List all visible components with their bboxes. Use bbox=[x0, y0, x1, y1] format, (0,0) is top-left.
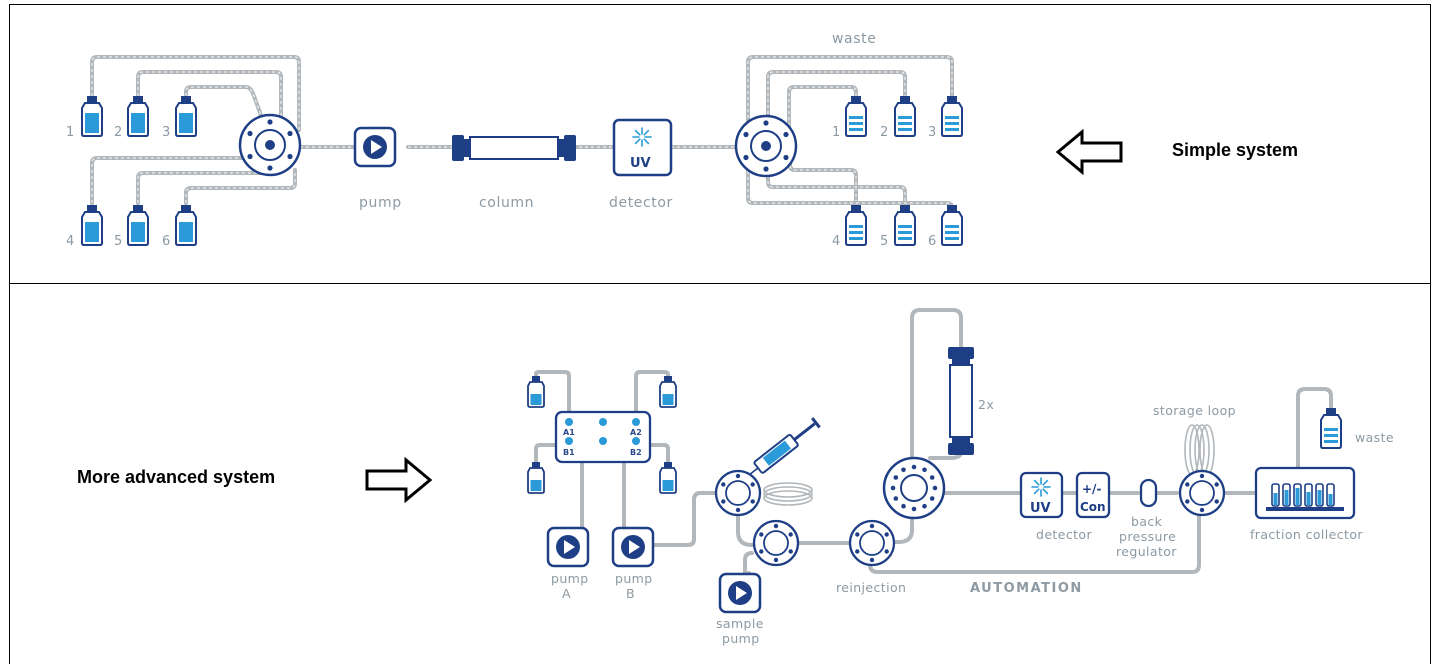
storage-loop-label: storage loop bbox=[1153, 403, 1236, 418]
bottle-icon bbox=[127, 204, 149, 246]
outlet-valve-icon bbox=[734, 114, 798, 178]
bottle-icon bbox=[845, 204, 867, 246]
sample-pump-label: pump bbox=[722, 631, 760, 646]
con-sign: +/- bbox=[1082, 482, 1101, 496]
bottle-number: 4 bbox=[832, 234, 840, 249]
pump-a-label: pump bbox=[551, 571, 589, 586]
bottle-icon bbox=[894, 95, 916, 137]
waste-label: waste bbox=[832, 31, 876, 47]
column-icon bbox=[948, 347, 974, 455]
bpr-label: regulator bbox=[1116, 544, 1177, 559]
bottle-number: 6 bbox=[928, 234, 936, 249]
bottle-number: 6 bbox=[162, 234, 170, 249]
bottle-icon bbox=[845, 95, 867, 137]
bottle-icon bbox=[81, 95, 103, 137]
pump-b-icon bbox=[611, 526, 655, 568]
port-label: A2 bbox=[630, 428, 642, 437]
port-label: B1 bbox=[563, 448, 575, 457]
pump-a-icon bbox=[546, 526, 590, 568]
advanced-system: A1 B1 A2 B2 pump A pump B sample pump bbox=[365, 308, 1394, 646]
injection-valve-icon bbox=[714, 469, 762, 517]
inlet-tubing bbox=[90, 55, 301, 205]
column-label: column bbox=[479, 195, 534, 211]
storage-valve-icon bbox=[1178, 469, 1226, 517]
bottle-number: 5 bbox=[114, 234, 122, 249]
bottle-number: 5 bbox=[880, 234, 888, 249]
automation-label: AUTOMATION bbox=[970, 581, 1083, 596]
pump-b-label: pump bbox=[615, 571, 653, 586]
bottle-number: 1 bbox=[832, 125, 840, 140]
bpr-label: pressure bbox=[1119, 529, 1176, 544]
sample-pump-label: sample bbox=[716, 616, 764, 631]
simple-system: 1 2 3 4 5 6 pump column UV detector wast… bbox=[66, 31, 1123, 249]
bottle-number: 3 bbox=[928, 125, 936, 140]
uv-detector-icon: UV bbox=[1019, 471, 1064, 519]
syringe-icon bbox=[749, 417, 821, 475]
column-count-label: 2x bbox=[978, 397, 994, 412]
column-valve-icon bbox=[882, 456, 946, 520]
con-text: Con bbox=[1080, 500, 1106, 514]
arrow-left-icon bbox=[1055, 128, 1123, 176]
bottle-icon bbox=[941, 95, 963, 137]
uv-text: UV bbox=[630, 156, 651, 171]
advanced-tubing bbox=[534, 308, 1333, 602]
reinjection-label: reinjection bbox=[836, 580, 906, 595]
sample-loop-icon bbox=[763, 482, 813, 506]
arrow-right-icon bbox=[365, 456, 433, 504]
bottle-number: 2 bbox=[880, 125, 888, 140]
section-divider bbox=[9, 283, 1431, 284]
bottle-number: 1 bbox=[66, 125, 74, 140]
reinjection-valve-icon bbox=[848, 519, 896, 567]
bottle-icon bbox=[527, 375, 545, 408]
bottle-icon bbox=[894, 204, 916, 246]
uv-detector-icon: UV bbox=[612, 118, 673, 177]
sample-pump-icon bbox=[718, 572, 762, 614]
bottle-icon bbox=[175, 95, 197, 137]
pump-icon bbox=[353, 126, 397, 168]
bottle-icon bbox=[175, 204, 197, 246]
bottle-icon bbox=[659, 375, 677, 408]
bottle-icon bbox=[127, 95, 149, 137]
gradient-valve-icon: A1 B1 A2 B2 bbox=[554, 410, 652, 464]
bottle-icon bbox=[941, 204, 963, 246]
bottle-number: 2 bbox=[114, 125, 122, 140]
uv-text: UV bbox=[1030, 501, 1051, 516]
bottle-number: 4 bbox=[66, 234, 74, 249]
advanced-system-caption: More advanced system bbox=[77, 467, 276, 487]
fraction-collector-icon bbox=[1254, 466, 1356, 520]
pump-label: pump bbox=[359, 195, 402, 211]
pump-a-label: A bbox=[562, 586, 571, 601]
storage-loop-icon bbox=[1184, 424, 1215, 476]
inlet-valve-icon bbox=[238, 113, 302, 177]
inlet-bottles: 1 2 3 4 5 6 bbox=[66, 95, 197, 249]
bottle-number: 3 bbox=[162, 125, 170, 140]
port-label: B2 bbox=[630, 448, 642, 457]
bottle-icon bbox=[81, 204, 103, 246]
waste-label: waste bbox=[1355, 430, 1394, 445]
pump-b-label: B bbox=[626, 586, 635, 601]
conductivity-icon: +/- Con bbox=[1075, 471, 1111, 519]
waste-bottle-icon bbox=[1320, 407, 1342, 449]
back-pressure-regulator-icon bbox=[1139, 478, 1158, 508]
sample-valve-icon bbox=[752, 519, 800, 567]
column-icon bbox=[452, 135, 576, 161]
port-label: A1 bbox=[563, 428, 575, 437]
fraction-collector-label: fraction collector bbox=[1250, 527, 1363, 542]
detector-label: detector bbox=[609, 195, 673, 211]
bpr-label: back bbox=[1131, 514, 1163, 529]
detector-label: detector bbox=[1036, 527, 1092, 542]
bottle-icon bbox=[527, 461, 545, 494]
simple-system-caption: Simple system bbox=[1172, 140, 1299, 160]
outlet-bottles: 1 2 3 4 5 6 bbox=[832, 95, 963, 249]
figure-frame bbox=[9, 4, 1431, 664]
bottle-icon bbox=[659, 461, 677, 494]
